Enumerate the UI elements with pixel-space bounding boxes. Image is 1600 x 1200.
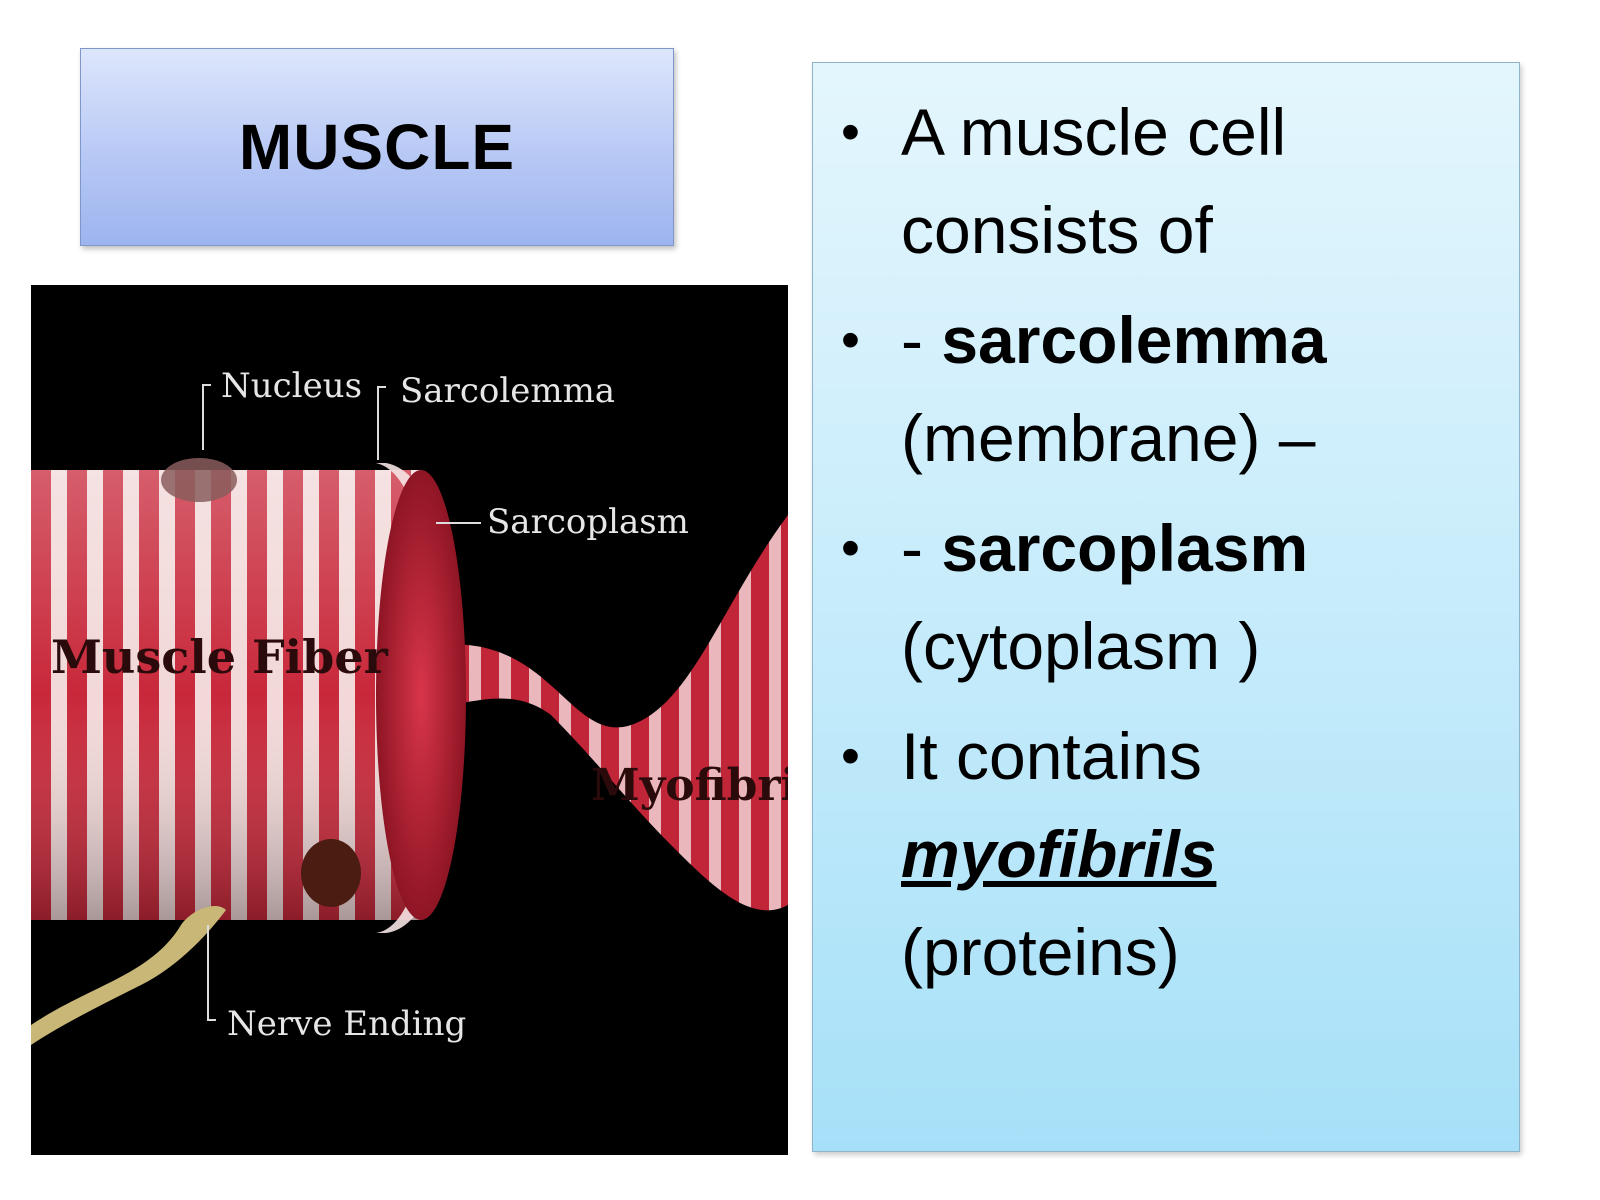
diagram-svg: Nucleus Sarcolemma Sarcoplasm Muscle Fib… [31,366,788,1045]
nucleus-bottom [301,839,361,907]
bullet-term: sarcolemma [941,303,1327,377]
bullet-item: • It contains myofibrils (proteins) [833,707,1499,1001]
bullet-item: • - sarcoplasm (cytoplasm ) [833,499,1499,695]
label-muscle-fiber: Muscle Fiber [51,630,389,684]
bullet-text: It contains [901,719,1202,793]
bullet-text: (proteins) [901,915,1180,989]
bullet-dot-icon: • [841,102,860,162]
bullet-term: myofibrils [901,817,1217,891]
content-box: • A muscle cell consists of • - sarcolem… [812,62,1520,1152]
myofibril-strand [441,515,788,911]
fiber-end-cap [376,470,466,920]
nucleus-top [161,458,237,502]
bullet-dot-icon: • [841,726,860,786]
bullet-list: • A muscle cell consists of • - sarcolem… [813,63,1519,1001]
bullet-item: • A muscle cell consists of [833,83,1499,279]
bullet-dot-icon: • [841,310,860,370]
bullet-term-line: - sarcolemma [901,291,1499,389]
bullet-dot-icon: • [841,518,860,578]
nerve-ending-strand [31,905,226,1045]
label-sarcoplasm: Sarcoplasm [487,502,689,542]
bullet-prefix: - [901,303,942,377]
bullet-text: (cytoplasm ) [901,609,1261,683]
bullet-text: (membrane) – [901,401,1316,475]
title-box: MUSCLE [80,48,674,246]
slide-title: MUSCLE [238,111,516,183]
bullet-prefix: - [901,511,942,585]
label-nerve-ending: Nerve Ending [227,1004,466,1044]
label-sarcolemma: Sarcolemma [400,371,615,411]
bullet-text: consists of [901,193,1213,267]
bullet-term-line: - sarcoplasm [901,499,1499,597]
bullet-item: • - sarcolemma (membrane) – [833,291,1499,487]
muscle-fiber-diagram: Nucleus Sarcolemma Sarcoplasm Muscle Fib… [31,285,788,1155]
bullet-term: sarcoplasm [941,511,1309,585]
label-myofibril: Myofibril [591,760,788,811]
label-nucleus: Nucleus [221,366,362,406]
bullet-text: A muscle cell [901,95,1287,169]
